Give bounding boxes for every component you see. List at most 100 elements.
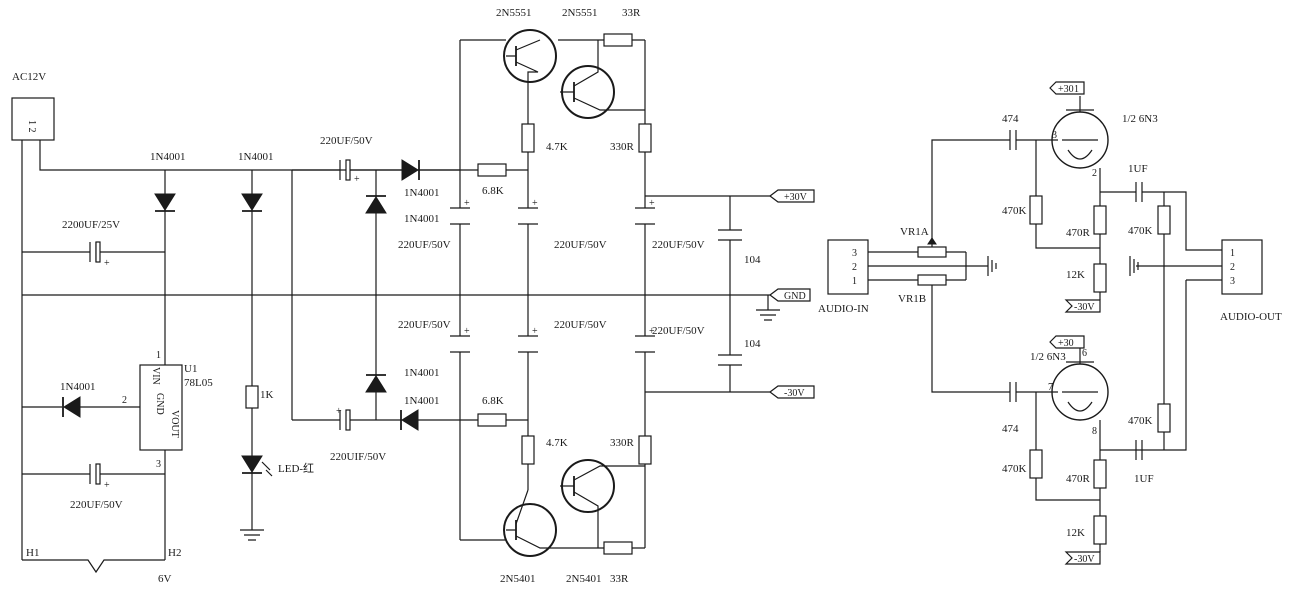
component-label: 470K (1128, 225, 1153, 237)
component-label: + (649, 198, 655, 209)
component-label: 7 (1048, 382, 1053, 393)
tag-gnd: GND (756, 288, 811, 321)
component-label: 474 (1002, 113, 1019, 125)
component-label: 220UF/50V (554, 319, 607, 331)
component-label: 1 (156, 350, 161, 361)
component-label: 1N4001 (404, 213, 439, 225)
cap-row-top: + + + (450, 198, 655, 225)
component-label: 2 (1230, 262, 1235, 273)
component-label: 220UF/50V (70, 499, 123, 511)
component-label: + (649, 326, 655, 337)
component-label: 8 (1092, 426, 1097, 437)
component-label: +30 (1058, 84, 1074, 95)
component-label: 104 (744, 338, 761, 350)
component-label: 470K (1002, 463, 1027, 475)
component-label: 2N5401 (566, 573, 601, 585)
component-label: 2N5551 (496, 7, 531, 19)
component-label: 3 (156, 459, 161, 470)
component-label: 33R (622, 7, 641, 19)
component-label: 12K (1066, 527, 1085, 539)
component-label: 1UF (1128, 163, 1148, 175)
component-label: 1N4001 (238, 151, 273, 163)
component-label: VR1A (900, 226, 929, 238)
component-label: 470K (1128, 415, 1153, 427)
component-label: + (354, 174, 360, 185)
component-label: 470R (1066, 473, 1091, 485)
component-label: 1 (1074, 84, 1079, 95)
component-label: 220UF/50V (652, 325, 705, 337)
component-label: VIN (150, 367, 161, 385)
component-label: 12K (1066, 269, 1085, 281)
component-label: 2 (852, 262, 857, 273)
cap-row-bottom: + + + (450, 326, 655, 353)
component-label: 1K (260, 389, 274, 401)
component-label: 1UF (1134, 473, 1154, 485)
component-label: GND (154, 393, 165, 415)
component-label: 2 (122, 395, 127, 406)
component-label: + (532, 198, 538, 209)
tag-minus30: -30V (769, 385, 815, 399)
component-label: 1N4001 (150, 151, 185, 163)
component-label: 104 (744, 254, 761, 266)
component-label: 2N5401 (500, 573, 535, 585)
c-2200uf-label: 2200UF/25V (62, 219, 120, 231)
component-label: 6V (158, 573, 172, 585)
component-label: 78L05 (184, 377, 213, 389)
component-label: AUDIO-IN (818, 303, 869, 315)
component-label: -30V (784, 388, 805, 399)
component-label: + (104, 480, 110, 491)
component-label: +30 (1058, 338, 1074, 349)
audio-in-connector: 3 2 1 AUDIO-IN (818, 239, 869, 315)
component-label: 330R (610, 141, 635, 153)
component-label: 1/2 6N3 (1030, 351, 1066, 363)
component-label: 1/2 6N3 (1122, 113, 1158, 125)
component-label: + (464, 326, 470, 337)
component-label: 6 (1082, 348, 1087, 359)
component-label: + (336, 406, 342, 417)
ground-symbol-led (240, 529, 264, 541)
component-label: LED-红 (278, 462, 314, 475)
component-label: 6.8K (482, 185, 504, 197)
component-label: 1N4001 (60, 381, 95, 393)
component-label: 1 (852, 276, 857, 287)
component-label: -30V (1074, 302, 1095, 313)
component-label: 220UF/50V (652, 239, 705, 251)
component-label: + (532, 326, 538, 337)
component-label: 3 (852, 248, 857, 259)
component-label: 330R (610, 437, 635, 449)
component-label: 220UF/50V (398, 319, 451, 331)
component-label: 1N4001 (404, 187, 439, 199)
ac12v-label: AC12V (12, 71, 46, 83)
component-label: 4.7K (546, 437, 568, 449)
component-label: VOUT (169, 410, 180, 438)
component-label: 1 2 (26, 120, 37, 133)
component-label: 3 (1052, 130, 1057, 141)
component-label: 2N5551 (562, 7, 597, 19)
component-label: GND (784, 291, 806, 302)
component-label: U1 (184, 363, 197, 375)
component-label: 474 (1002, 423, 1019, 435)
tag-plus30: +30V (769, 189, 815, 203)
ac-connector: 1 2 AC12V (11, 71, 55, 141)
component-label: 1N4001 (404, 367, 439, 379)
audio-out-connector: 1 2 3 AUDIO-OUT (1220, 239, 1282, 323)
component-label: 3 (1230, 276, 1235, 287)
component-label: 6.8K (482, 395, 504, 407)
component-label: + (464, 198, 470, 209)
component-label: 4.7K (546, 141, 568, 153)
component-label: 2 (1092, 168, 1097, 179)
component-label: 220UF/50V (398, 239, 451, 251)
component-label: VR1B (898, 293, 926, 305)
component-label: 1N4001 (404, 395, 439, 407)
component-label: 470K (1002, 205, 1027, 217)
component-label: 220UF/50V (320, 135, 373, 147)
component-label: 1 (1230, 248, 1235, 259)
component-label: H2 (168, 547, 181, 559)
component-label: +30V (784, 192, 808, 203)
component-label: + (104, 258, 110, 269)
component-label: 33R (610, 573, 629, 585)
component-label: 220UIF/50V (330, 451, 386, 463)
component-label: H1 (26, 547, 39, 559)
